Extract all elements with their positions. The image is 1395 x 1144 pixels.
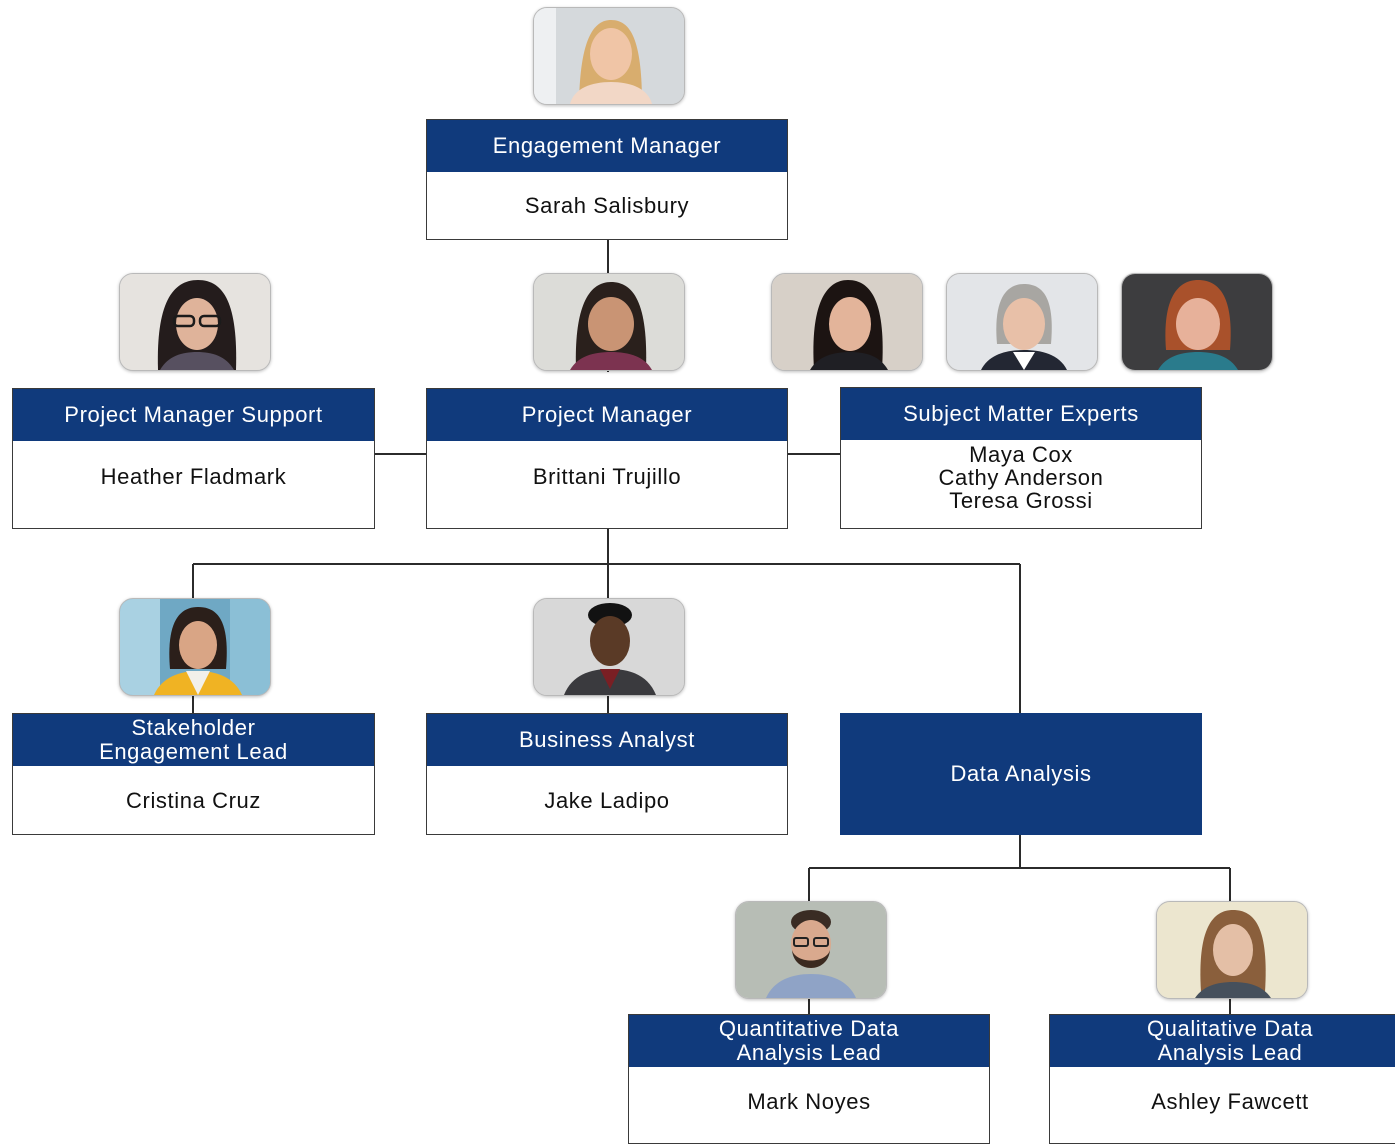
sme-photo-3 bbox=[1121, 273, 1273, 371]
quantitative-lead-box: Quantitative Data Analysis Lead Mark Noy… bbox=[628, 1014, 990, 1144]
qualitative-lead-photo bbox=[1156, 901, 1308, 999]
business-analyst-name: Jake Ladipo bbox=[544, 787, 670, 813]
stakeholder-engagement-lead-photo bbox=[119, 598, 271, 696]
project-manager-box: Project Manager Brittani Trujillo bbox=[426, 388, 788, 529]
qualitative-lead-title: Qualitative Data Analysis Lead bbox=[1050, 1015, 1395, 1067]
subject-matter-experts-box: Subject Matter Experts Maya Cox Cathy An… bbox=[840, 387, 1202, 529]
project-manager-title: Project Manager bbox=[427, 389, 787, 441]
project-manager-photo bbox=[533, 273, 685, 371]
qualitative-lead-name: Ashley Fawcett bbox=[1151, 1088, 1309, 1114]
quantitative-lead-title: Quantitative Data Analysis Lead bbox=[629, 1015, 989, 1067]
engagement-manager-photo bbox=[533, 7, 685, 105]
sme-name-1: Maya Cox bbox=[969, 441, 1073, 467]
stakeholder-engagement-lead-name: Cristina Cruz bbox=[126, 787, 261, 813]
sme-name-3: Teresa Grossi bbox=[949, 487, 1093, 513]
sme-photo-1 bbox=[771, 273, 923, 371]
sme-name-2: Cathy Anderson bbox=[938, 464, 1104, 490]
subject-matter-experts-title: Subject Matter Experts bbox=[841, 388, 1201, 440]
business-analyst-photo bbox=[533, 598, 685, 696]
project-manager-name: Brittani Trujillo bbox=[532, 463, 682, 489]
data-analysis-title: Data Analysis bbox=[950, 761, 1092, 786]
project-manager-support-title: Project Manager Support bbox=[13, 389, 374, 441]
engagement-manager-box: Engagement Manager Sarah Salisbury bbox=[426, 119, 788, 240]
quantitative-lead-photo bbox=[735, 901, 887, 999]
data-analysis-box: Data Analysis bbox=[840, 713, 1202, 835]
stakeholder-engagement-lead-title: Stakeholder Engagement Lead bbox=[13, 714, 374, 766]
project-manager-support-photo bbox=[119, 273, 271, 371]
business-analyst-box: Business Analyst Jake Ladipo bbox=[426, 713, 788, 835]
project-manager-support-name: Heather Fladmark bbox=[100, 463, 287, 489]
project-manager-support-box: Project Manager Support Heather Fladmark bbox=[12, 388, 375, 529]
engagement-manager-name: Sarah Salisbury bbox=[524, 193, 690, 218]
qualitative-lead-box: Qualitative Data Analysis Lead Ashley Fa… bbox=[1049, 1014, 1395, 1144]
business-analyst-title: Business Analyst bbox=[427, 714, 787, 766]
quantitative-lead-name: Mark Noyes bbox=[747, 1088, 871, 1114]
engagement-manager-title: Engagement Manager bbox=[427, 120, 787, 172]
sme-photo-2 bbox=[946, 273, 1098, 371]
stakeholder-engagement-lead-box: Stakeholder Engagement Lead Cristina Cru… bbox=[12, 713, 375, 835]
